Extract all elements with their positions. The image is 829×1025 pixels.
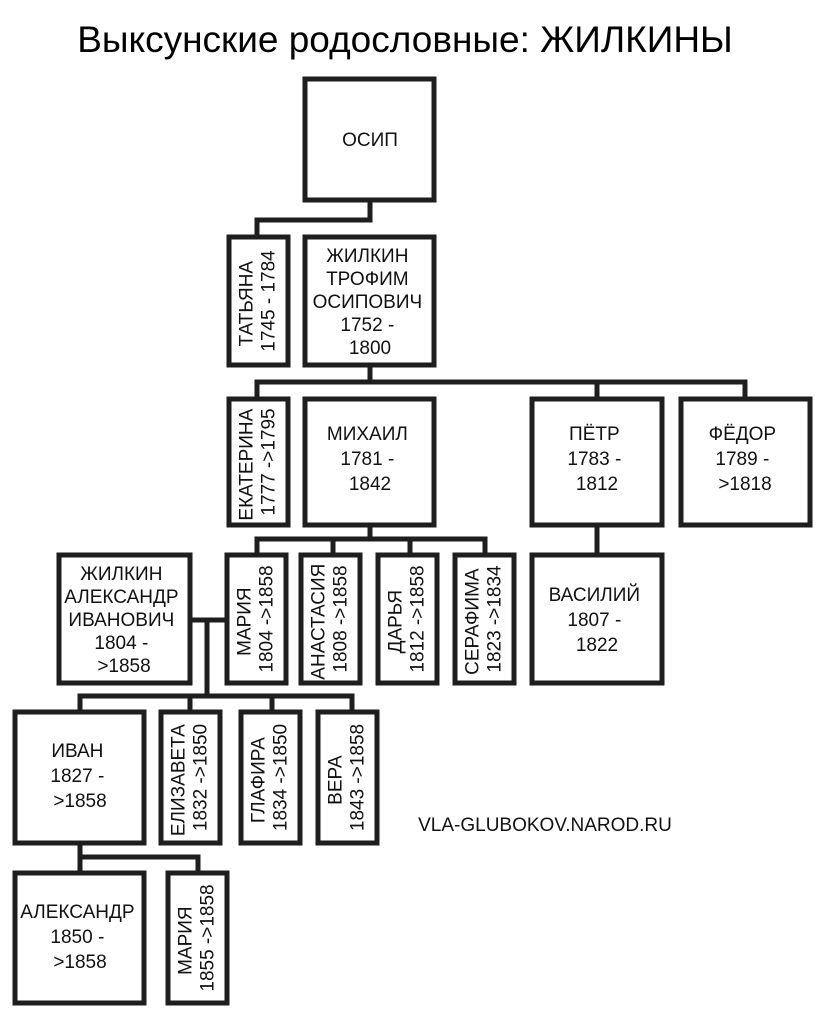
person-vera: ВЕРА 1843 ->1858 [315, 709, 380, 846]
date-line: 1832 ->1850 [191, 724, 212, 831]
svg-text:ВЕРА 1843 ->1858: ВЕРА 1843 ->1858 [326, 724, 369, 831]
svg-text:ЖИЛКИН АЛЕКСАНДР И: ЖИЛКИН АЛЕКСАНДР ИВАНОВИЧ 1804 - >1858 [64, 564, 184, 677]
date-line: >1858 [53, 791, 106, 812]
name-line: МИХАИЛ [327, 424, 408, 445]
svg-text:ОСИП: ОСИП [342, 130, 398, 151]
person-serafima: СЕРАФИМА 1823 ->1834 [452, 552, 517, 686]
svg-text:СЕРАФИМА 1823 ->1834: СЕРАФИМА 1823 ->1834 [463, 563, 506, 675]
name-line: ТРОФИМ [326, 269, 409, 290]
name-line: ЖИЛКИН [80, 564, 162, 585]
name-line: ВАСИЛИЙ [549, 584, 640, 606]
date-line: 1834 ->1850 [271, 724, 292, 831]
svg-text:АНАСТАСИЯ 1808 ->1858: АНАСТАСИЯ 1808 ->1858 [309, 558, 352, 679]
svg-text:ИВАН 1827 - >1858: ИВАН 1827 - >1858 [50, 741, 109, 812]
name-line: ТАТЬЯНА [237, 261, 258, 347]
svg-text:ФЁДОР 1789 - >1818: ФЁДОР 1789 - >1818 [709, 424, 782, 495]
person-elizaveta: ЕЛИЗАВЕТА 1832 ->1850 [158, 709, 223, 846]
date-line: 1822 [576, 635, 618, 656]
name-line: СЕРАФИМА [463, 568, 484, 675]
date-line: 1783 - [567, 449, 621, 470]
name-line: ПЁТР [569, 424, 620, 445]
svg-text:ГЛАФИРА 1834 ->1850: ГЛАФИРА 1834 ->1850 [249, 724, 292, 831]
name-line: ОСИП [342, 130, 398, 151]
name-line: АЛЕКСАНДР [64, 587, 178, 608]
person-darya: ДАРЬЯ 1812 ->1858 [375, 552, 440, 686]
date-line: 1807 - [567, 610, 621, 631]
svg-text:АЛЕКСАНДР 1850 - >: АЛЕКСАНДР 1850 - >1858 [20, 902, 140, 973]
name-line: ЕКАТЕРИНА [237, 408, 258, 520]
date-line: 1804 - [94, 633, 148, 654]
svg-text:МИХАИЛ 1781 - 1842: МИХАИЛ 1781 - 1842 [327, 424, 413, 495]
date-line: 1827 - [50, 766, 104, 787]
person-vasiliy: ВАСИЛИЙ 1807 - 1822 [529, 552, 665, 686]
date-line: >1858 [97, 656, 150, 677]
svg-text:МАРИЯ 1804 ->1858: МАРИЯ 1804 ->1858 [235, 565, 278, 672]
date-line: 1804 ->1858 [257, 565, 278, 672]
name-line: ИВАН [51, 741, 103, 762]
name-line: АНАСТАСИЯ [309, 564, 330, 680]
name-line: ДАРЬЯ [386, 590, 407, 654]
name-line: ОСИПОВИЧ [313, 292, 423, 313]
name-line: ЖИЛКИН [326, 246, 408, 267]
name-line: ФЁДОР [709, 424, 776, 445]
svg-text:ПЁТР 1783 - 1812: ПЁТР 1783 - 1812 [567, 424, 626, 495]
date-line: 1789 - [715, 449, 769, 470]
date-line: 1777 ->1795 [259, 408, 280, 515]
person-petr: ПЁТР 1783 - 1812 [529, 396, 665, 528]
date-line: >1858 [53, 952, 106, 973]
person-ivan: ИВАН 1827 - >1858 [12, 709, 147, 846]
date-line: 1781 - [340, 449, 394, 470]
name-line: ЕЛИЗАВЕТА [169, 724, 190, 836]
person-mariya-1804: МАРИЯ 1804 ->1858 [224, 552, 289, 686]
date-line: 1843 ->1858 [348, 724, 369, 831]
person-mikhail: МИХАИЛ 1781 - 1842 [302, 396, 437, 528]
date-line: 1823 ->1834 [485, 565, 506, 673]
name-line: МАРИЯ [176, 906, 197, 975]
date-line: 1800 [349, 338, 391, 359]
connector-lines [77, 197, 748, 876]
source-url: VLA-GLUBOKOV.NAROD.RU [418, 815, 672, 836]
date-line: >1818 [718, 474, 771, 495]
person-aleksandr-1850: АЛЕКСАНДР 1850 - >1858 [12, 870, 147, 1006]
date-line: 1745 - 1784 [259, 250, 280, 352]
name-line: ИВАНОВИЧ [68, 610, 174, 631]
svg-text:ЕКАТЕРИНА 1777 ->1795: ЕКАТЕРИНА 1777 ->1795 [237, 403, 280, 520]
name-line: АЛЕКСАНДР [20, 902, 134, 923]
person-anastasiya: АНАСТАСИЯ 1808 ->1858 [298, 552, 363, 686]
date-line: 1812 [576, 474, 618, 495]
date-line: 1752 - [340, 315, 394, 336]
person-fedor: ФЁДОР 1789 - >1818 [678, 396, 813, 528]
svg-text:МАРИЯ 1855 ->1858: МАРИЯ 1855 ->1858 [176, 884, 219, 991]
name-line: ВЕРА [326, 755, 347, 805]
name-line: МАРИЯ [235, 587, 256, 656]
page-title: Выксунские родословные: ЖИЛКИНЫ [77, 19, 733, 60]
svg-text:ДАРЬЯ 1812 ->1858: ДАРЬЯ 1812 ->1858 [386, 565, 429, 672]
person-aleksandr-ivanovich: ЖИЛКИН АЛЕКСАНДР ИВАНОВИЧ 1804 - >1858 [56, 552, 193, 686]
date-line: 1850 - [50, 927, 104, 948]
name-line: ГЛАФИРА [249, 737, 270, 823]
person-glafira: ГЛАФИРА 1834 ->1850 [238, 709, 303, 846]
svg-text:ЖИЛКИН ТРОФИМ ОСИП: ЖИЛКИН ТРОФИМ ОСИПОВИЧ 1752 - 1800 [313, 246, 428, 359]
date-line: 1855 ->1858 [198, 884, 219, 991]
svg-text:ЕЛИЗАВЕТА 1832 ->1850: ЕЛИЗАВЕТА 1832 ->1850 [169, 719, 212, 836]
date-line: 1812 ->1858 [408, 565, 429, 672]
person-mariya-1855: МАРИЯ 1855 ->1858 [165, 870, 230, 1006]
svg-text:ТАТЬЯНА 1745 - 1784: ТАТЬЯНА 1745 - 1784 [237, 250, 280, 352]
person-trofim: ЖИЛКИН ТРОФИМ ОСИПОВИЧ 1752 - 1800 [302, 234, 437, 368]
person-osip: ОСИП [302, 76, 437, 203]
svg-text:ВАСИЛИЙ 1807 - 182: ВАСИЛИЙ 1807 - 1822 [549, 584, 646, 656]
date-line: 1808 ->1858 [331, 565, 352, 672]
person-tatyana: ТАТЬЯНА 1745 - 1784 [226, 234, 291, 368]
date-line: 1842 [349, 474, 391, 495]
person-ekaterina: ЕКАТЕРИНА 1777 ->1795 [226, 396, 291, 528]
